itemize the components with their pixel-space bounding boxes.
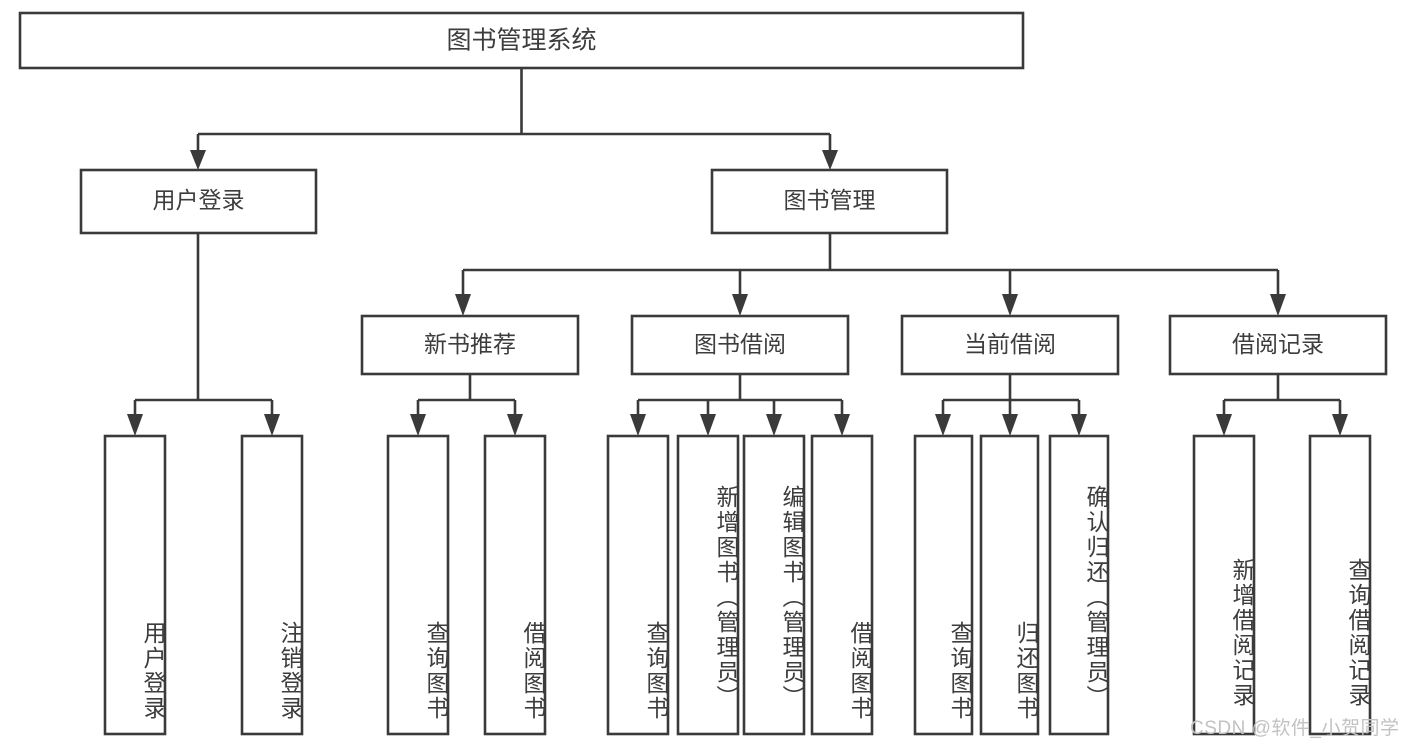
arrow-leaf-return-book bbox=[1002, 414, 1018, 436]
edge-layer bbox=[127, 68, 1348, 436]
node-leaf-borrow-book-recommend-box[interactable] bbox=[483, 434, 547, 736]
node-current-borrow-box[interactable] bbox=[900, 314, 1120, 376]
node-book-borrow-box[interactable] bbox=[630, 314, 850, 376]
node-borrow-record-box[interactable] bbox=[1168, 314, 1388, 376]
arrow-leaf-confirm-return-admin bbox=[1071, 414, 1087, 436]
node-leaf-edit-book-admin-box[interactable] bbox=[742, 434, 806, 736]
node-user-login-label: 用户登录 bbox=[153, 187, 245, 213]
node-root-box[interactable] bbox=[18, 11, 1025, 70]
node-leaf-query-book-borrow-box[interactable] bbox=[606, 434, 670, 736]
node-leaf-query-book-recommend-box[interactable] bbox=[386, 434, 450, 736]
arrow-leaf-edit-book-admin bbox=[766, 414, 782, 436]
arrow-leaf-user-login bbox=[127, 414, 143, 436]
arrow-leaf-borrow-book bbox=[834, 414, 850, 436]
arrow-to-current-borrow bbox=[1002, 294, 1018, 316]
arrow-to-book-borrow bbox=[732, 294, 748, 316]
node-leaf-user-login-box[interactable] bbox=[103, 434, 167, 736]
node-current-borrow-label: 当前借阅 bbox=[964, 331, 1056, 357]
node-leaf-query-borrow-record-box[interactable] bbox=[1308, 434, 1372, 736]
node-layer: 图书管理系统 用户登录 图书管理 新书推荐 图书借阅 当前借阅 借阅记录 bbox=[18, 11, 1388, 736]
node-leaf-add-borrow-record-box[interactable] bbox=[1192, 434, 1256, 736]
node-leaf-return-book-box[interactable] bbox=[979, 434, 1040, 736]
node-root-label: 图书管理系统 bbox=[446, 27, 596, 55]
arrow-leaf-query-book-current bbox=[935, 414, 951, 436]
node-book-management-box[interactable] bbox=[710, 168, 949, 235]
node-borrow-record-label: 借阅记录 bbox=[1232, 331, 1324, 357]
node-leaf-borrow-book-box[interactable] bbox=[810, 434, 874, 736]
node-leaf-logout-login-box[interactable] bbox=[240, 434, 304, 736]
arrow-leaf-add-book-admin bbox=[700, 414, 716, 436]
node-leaf-add-book-admin-box[interactable] bbox=[676, 434, 740, 736]
arrow-to-new-book-recommend bbox=[455, 294, 471, 316]
arrow-to-borrow-record bbox=[1270, 294, 1286, 316]
arrow-to-user-login bbox=[190, 150, 206, 170]
node-book-management-label: 图书管理 bbox=[784, 187, 876, 213]
arrow-leaf-borrow-book-recommend bbox=[507, 414, 523, 436]
arrow-leaf-query-book-recommend bbox=[410, 414, 426, 436]
arrow-to-book-management bbox=[822, 150, 838, 170]
arrow-leaf-add-borrow-record bbox=[1216, 414, 1232, 436]
arrow-leaf-query-book-borrow bbox=[630, 414, 646, 436]
node-new-book-recommend-box[interactable] bbox=[360, 314, 580, 376]
node-leaf-query-book-current-box[interactable] bbox=[913, 434, 974, 736]
csdn-watermark: CSDN @软件_小贺同学 bbox=[1190, 718, 1400, 739]
node-new-book-recommend-label: 新书推荐 bbox=[424, 331, 516, 357]
node-leaf-confirm-return-admin-box[interactable] bbox=[1048, 434, 1110, 736]
arrow-leaf-logout-login bbox=[264, 414, 280, 436]
node-user-login-box[interactable] bbox=[79, 168, 318, 235]
arrow-leaf-query-borrow-record bbox=[1332, 414, 1348, 436]
node-book-borrow-label: 图书借阅 bbox=[694, 331, 786, 357]
